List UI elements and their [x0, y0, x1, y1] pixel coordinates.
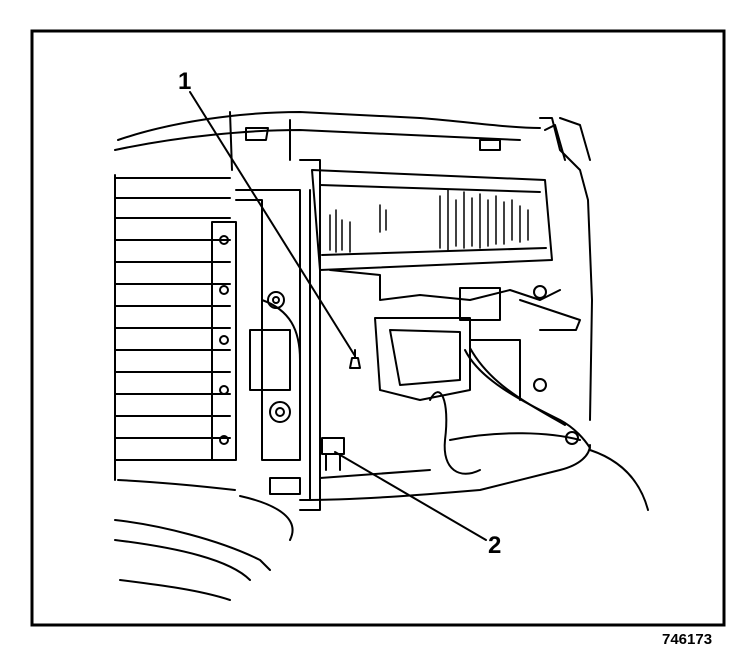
mount-nut	[267, 291, 285, 309]
callout-1: 1	[178, 68, 192, 95]
figure-number: 746173	[662, 631, 713, 648]
bumper	[299, 444, 591, 501]
figure-border	[30, 29, 726, 627]
headlamp-lens	[329, 189, 529, 253]
mount-nut-lower	[269, 401, 291, 423]
leader-line-2	[334, 451, 487, 541]
leader-line-1	[189, 91, 356, 357]
connector	[321, 437, 345, 455]
radiator-support	[299, 159, 321, 511]
hood-outline	[117, 111, 541, 141]
wiring-harness	[464, 349, 591, 449]
grille-bracket	[211, 221, 237, 461]
fender-edge	[539, 117, 593, 421]
air-duct	[374, 317, 471, 401]
callout-2: 2	[488, 532, 502, 559]
headlamp-housing	[311, 169, 553, 271]
hood-edge	[114, 129, 521, 151]
grille	[114, 174, 236, 491]
fastener	[349, 357, 361, 369]
